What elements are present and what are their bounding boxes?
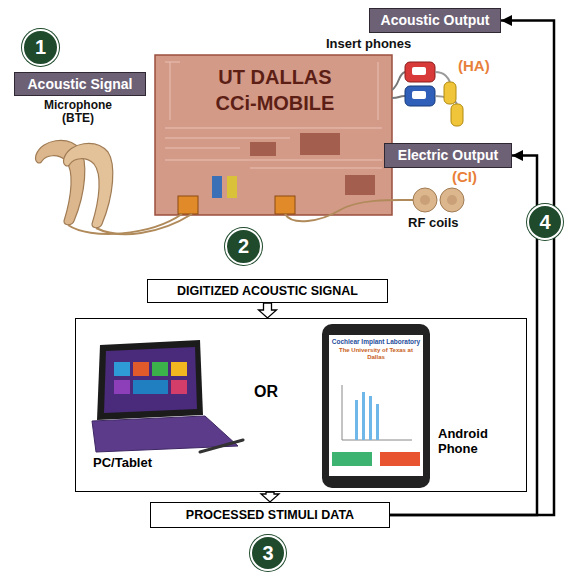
screen-tile	[133, 362, 149, 376]
step-number: 4	[527, 204, 563, 240]
chart-bar	[369, 396, 372, 440]
phone-body	[322, 324, 430, 488]
insert-phones	[392, 62, 463, 126]
signal-tag: Electric Output	[384, 143, 512, 168]
chart-axis	[342, 385, 343, 440]
screen-tile	[114, 380, 130, 394]
box-text: Acoustic Signal	[27, 76, 132, 92]
rf-coil	[440, 188, 464, 212]
device-label: Microphone (BTE)	[28, 99, 128, 126]
mic-cable	[96, 214, 192, 234]
box-text: Electric Output	[398, 147, 498, 163]
android-phone	[322, 324, 430, 488]
device-caption: OR	[244, 383, 288, 401]
device-label: RF coils	[408, 216, 480, 231]
step-digit: 4	[539, 211, 550, 234]
device-tag: (HA)	[458, 58, 502, 75]
green-button	[332, 452, 372, 466]
blue-earphone	[405, 86, 435, 106]
bte-microphones	[36, 140, 192, 234]
board-text: CCi-MOBILE	[190, 92, 360, 114]
chart-bar	[362, 392, 365, 440]
device-caption: PC/Tablet	[93, 456, 183, 471]
step-number: 1	[22, 29, 59, 66]
device-tag: (CI)	[452, 169, 496, 186]
board-chip	[345, 175, 375, 195]
device-label: Insert phones	[326, 37, 426, 52]
step-digit: 1	[35, 36, 46, 59]
device-panel: PC/Tablet OR Android Phone	[75, 318, 527, 492]
box-text: DIGITIZED ACOUSTIC SIGNAL	[177, 284, 358, 298]
signal-tag: Acoustic Output	[369, 8, 501, 33]
earphone-badge	[412, 67, 426, 75]
board-text: UT DALLAS	[190, 66, 360, 88]
blue-component	[212, 176, 222, 198]
device-caption: Android Phone	[438, 427, 500, 457]
process-box: DIGITIZED ACOUSTIC SIGNAL	[147, 279, 388, 303]
step-digit: 2	[238, 235, 249, 258]
mic-connector	[178, 196, 198, 214]
step-digit: 3	[262, 542, 273, 565]
flow-arrow	[259, 303, 277, 318]
mic-cable	[68, 214, 182, 234]
phone-cable	[392, 72, 405, 90]
screen-tile	[114, 362, 130, 376]
earphone-badge	[412, 91, 426, 99]
box-text: Acoustic Output	[381, 12, 490, 28]
box-text: PROCESSED STIMULI DATA	[186, 508, 354, 522]
screen-tile	[171, 362, 187, 376]
step-number: 2	[225, 228, 262, 265]
stylus	[200, 440, 243, 452]
foam-tip	[444, 82, 456, 104]
rf-coil-center	[447, 195, 457, 205]
rf-coil-center	[420, 195, 430, 205]
red-button	[380, 452, 420, 466]
phone-screen	[329, 335, 423, 476]
chart-bar	[376, 404, 379, 440]
screen-text: The University of Texas at Dallas	[330, 347, 422, 360]
rf-coil	[413, 188, 437, 212]
red-earphone	[405, 62, 435, 82]
coil-connector	[275, 196, 295, 214]
board-plate	[155, 55, 392, 215]
tablet-bezel	[97, 340, 203, 420]
board-chip	[250, 142, 276, 156]
foam-tip	[451, 104, 463, 126]
tablet-screen	[104, 347, 197, 413]
phone-cable	[392, 96, 405, 98]
step-number: 3	[250, 535, 286, 571]
signal-tag: Acoustic Signal	[14, 72, 146, 96]
chart-bar	[355, 400, 358, 440]
coil-cable	[285, 200, 413, 221]
tablet	[92, 340, 243, 452]
screen-tile	[152, 362, 168, 376]
board-traces	[165, 62, 382, 168]
yellow-component	[227, 176, 237, 198]
output-arrow	[390, 156, 537, 516]
screen-tile	[133, 380, 168, 394]
circuit-board	[155, 55, 392, 215]
board-chip	[300, 133, 340, 155]
sound-tube	[435, 72, 450, 82]
bte-device	[64, 143, 113, 227]
screen-tile	[171, 380, 187, 394]
flow-arrow	[261, 492, 279, 502]
output-arrow	[390, 21, 554, 516]
screen-text: Cochlear Implant Laboratory	[330, 338, 422, 345]
process-box: PROCESSED STIMULI DATA	[150, 502, 390, 528]
